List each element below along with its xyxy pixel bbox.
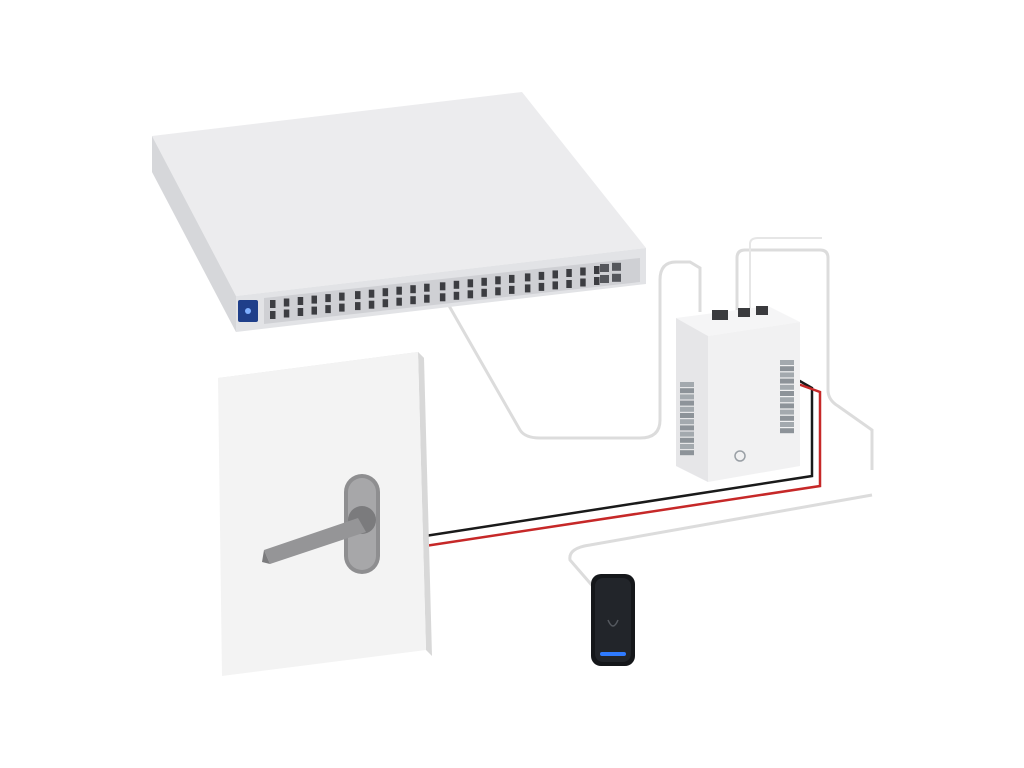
cable-hub-loop-1 <box>735 248 874 470</box>
hub-terminal <box>780 403 794 409</box>
switch-port <box>495 287 501 296</box>
hub-terminal <box>780 372 794 378</box>
network-switch-icon <box>152 92 646 332</box>
hub-terminal <box>680 400 694 406</box>
switch-port <box>566 280 572 288</box>
door-lever-icon <box>262 474 380 574</box>
cable-reader <box>568 493 873 591</box>
switch-sfp-port <box>612 262 621 271</box>
hub-terminal <box>680 394 694 400</box>
switch-port <box>594 277 600 285</box>
switch-port <box>453 280 460 289</box>
switch-port <box>424 294 430 303</box>
switch-port <box>311 306 317 315</box>
switch-port <box>311 295 317 304</box>
switch-port <box>538 282 545 291</box>
cable-lock-wire-red <box>424 382 822 548</box>
switch-sfp-port <box>600 264 609 272</box>
hub-terminal <box>680 406 694 412</box>
hub-terminal <box>680 450 694 456</box>
hub-terminal <box>780 391 794 396</box>
switch-port <box>270 300 276 308</box>
switch-port <box>368 300 375 309</box>
hub-terminal <box>680 419 694 425</box>
switch-port <box>355 291 361 300</box>
switch-port <box>538 271 545 280</box>
switch-port <box>410 285 416 294</box>
switch-port <box>396 286 402 295</box>
switch-port <box>481 288 487 297</box>
hub-terminal <box>780 415 794 421</box>
hub-logo-icon <box>734 450 746 462</box>
switch-port <box>283 309 290 318</box>
cable-switch-to-hub <box>438 260 702 440</box>
switch-port-array <box>270 262 621 319</box>
card-reader-icon <box>591 574 635 666</box>
switch-port <box>368 289 375 298</box>
switch-port <box>467 290 474 299</box>
switch-port <box>552 270 558 279</box>
switch-port <box>509 285 515 294</box>
switch-port <box>580 278 586 287</box>
hub-terminal <box>780 409 794 415</box>
switch-port <box>424 283 430 292</box>
switch-port <box>325 305 331 314</box>
switch-port <box>439 293 446 302</box>
hub-terminal <box>780 428 794 434</box>
switch-port <box>325 294 331 303</box>
switch-port <box>453 291 460 300</box>
switch-port <box>339 303 345 312</box>
switch-port <box>481 277 487 286</box>
switch-port <box>270 311 276 319</box>
switch-port <box>297 308 304 316</box>
switch-sfp-port <box>612 273 621 282</box>
switch-port <box>355 302 361 311</box>
cable-hub-loop-2 <box>749 237 822 312</box>
hub-terminal <box>780 360 794 365</box>
switch-port <box>467 279 474 288</box>
reader-status-led <box>600 652 626 656</box>
cable-lock-wire-black <box>424 378 814 538</box>
switch-port <box>382 299 389 308</box>
hub-terminal <box>680 388 694 394</box>
hub-terminal <box>680 444 694 449</box>
hub-terminal <box>680 437 694 443</box>
hub-terminal <box>680 431 694 437</box>
switch-port <box>495 276 501 285</box>
switch-port <box>580 267 586 276</box>
switch-port <box>509 274 515 283</box>
switch-port <box>382 288 389 297</box>
hub-terminal <box>680 425 694 431</box>
hub-terminal-blocks <box>680 360 794 456</box>
switch-port <box>594 266 600 274</box>
door-icon <box>218 352 432 676</box>
switch-port <box>283 298 290 307</box>
switch-port <box>439 282 446 291</box>
hub-terminal <box>780 397 794 403</box>
switch-port <box>339 292 345 301</box>
hub-terminal <box>680 382 694 387</box>
switch-port <box>524 273 531 282</box>
switch-port <box>396 297 402 306</box>
hub-terminal <box>680 413 694 418</box>
switch-port <box>297 297 304 305</box>
switch-port <box>552 281 558 290</box>
access-hub-icon <box>676 306 800 482</box>
hub-terminal <box>780 422 794 427</box>
switch-port <box>566 269 572 277</box>
hub-terminal <box>780 384 794 390</box>
hub-terminal <box>780 378 794 384</box>
switch-sfp-port <box>600 275 609 283</box>
switch-port <box>410 296 416 305</box>
switch-port <box>524 284 531 293</box>
hub-terminal <box>780 366 794 372</box>
